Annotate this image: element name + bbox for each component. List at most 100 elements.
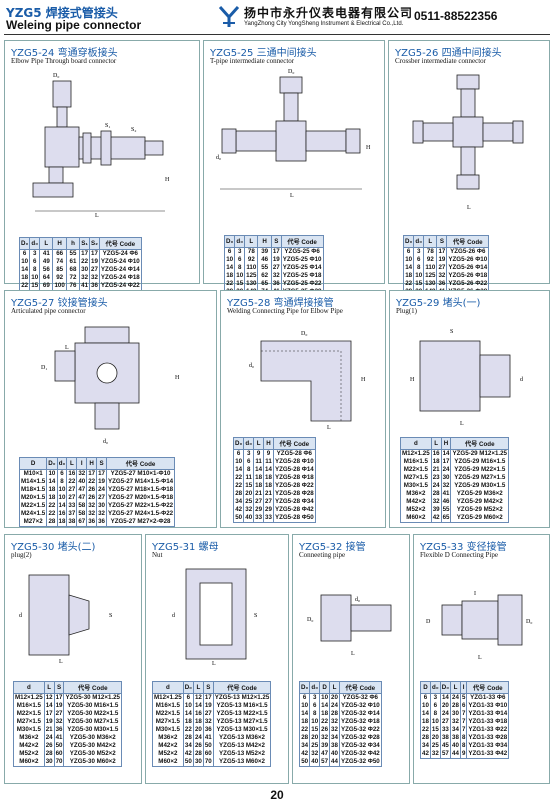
- table-cell: 22: [79, 258, 91, 266]
- table-cell: 24: [439, 710, 452, 718]
- table-cell: 24: [430, 482, 442, 490]
- column-header: I: [459, 681, 468, 694]
- column-header: d₀: [413, 235, 425, 248]
- table-cell: 28: [43, 750, 55, 758]
- panel-yzg5-24: YZG5-24 弯通穿板接头 Elbow Pipe Through board …: [4, 40, 200, 323]
- table-cell: 6: [29, 258, 41, 266]
- panel-yzg5-33: YZG5-33 变径接管 Flexible D Connecting Pipe …: [413, 534, 550, 784]
- column-header: L: [450, 681, 461, 694]
- table-cell: 28: [192, 750, 204, 758]
- table-cell: 21: [263, 490, 274, 498]
- table-cell: 6: [429, 702, 441, 710]
- table-cell: 8: [234, 264, 246, 272]
- column-header: d₀: [56, 457, 68, 470]
- table-cell: YZG1-33 Φ10: [466, 702, 510, 710]
- svg-text:L: L: [59, 659, 63, 665]
- table-cell: 39: [319, 742, 331, 750]
- table-cell: 34: [420, 742, 431, 750]
- table-cell: 39: [257, 247, 272, 256]
- table-cell: 50: [298, 758, 311, 767]
- table-cell: 24: [96, 486, 107, 494]
- column-header: d₀: [309, 681, 321, 694]
- table-cell: 92: [423, 256, 438, 264]
- table-cell: 30: [43, 758, 55, 767]
- table-cell: YZG5-30 M52×2: [63, 750, 122, 758]
- panel-subtitle: Nut: [152, 551, 163, 559]
- table-cell: 47: [76, 486, 88, 494]
- column-header: S: [202, 681, 214, 694]
- table-cell: 6: [182, 693, 194, 702]
- table-cell: YZG5-29 M42×2: [450, 498, 509, 506]
- svg-text:D₀: D₀: [307, 617, 313, 623]
- table-cell: 22: [420, 726, 431, 734]
- table-cell: 36: [270, 280, 282, 288]
- table-cell: 32: [86, 502, 98, 510]
- svg-text:L: L: [478, 655, 482, 661]
- column-header: d: [400, 437, 432, 450]
- table-cell: YZG5-25 Φ18: [280, 272, 324, 280]
- table-cell: 10: [56, 486, 68, 494]
- table-cell: 14: [319, 702, 331, 710]
- table-cell: 23: [430, 474, 442, 482]
- table-cell: M30×1.5: [400, 482, 432, 490]
- table-cell: 41: [202, 734, 214, 742]
- table-cell: 18: [223, 272, 236, 280]
- column-header: D₀: [402, 235, 415, 248]
- table-cell: 6: [243, 458, 255, 466]
- table-cell: 60: [202, 750, 214, 758]
- column-header: D₀: [298, 681, 311, 694]
- table-cell: 14: [232, 466, 245, 474]
- table-cell: 18: [319, 710, 331, 718]
- table-cell: 9: [263, 449, 274, 458]
- table-cell: 8: [459, 734, 468, 742]
- table-cell: 45: [439, 742, 452, 750]
- table-cell: 57: [319, 758, 331, 767]
- table-cell: YZG5-30 M42×2: [63, 742, 122, 750]
- column-header: 代号 Code: [280, 235, 324, 248]
- table-cell: 27: [270, 264, 282, 272]
- column-header: 代号 Code: [272, 437, 316, 450]
- panel-subtitle: Welding Connecting Pipe for Elbow Pipe: [227, 307, 343, 315]
- table-cell: 7: [459, 718, 468, 726]
- table-cell: M42×2: [152, 742, 184, 750]
- table-cell: 3: [413, 247, 425, 256]
- table-cell: 14: [420, 710, 431, 718]
- table-cell: 8: [309, 710, 321, 718]
- svg-text:d: d: [172, 613, 175, 619]
- table-cell: 110: [423, 264, 438, 272]
- table-cell: 24: [450, 693, 461, 702]
- table-cell: 92: [244, 256, 259, 264]
- table-cell: 17: [79, 249, 91, 258]
- table-cell: 32: [86, 510, 98, 518]
- table-cell: 8: [429, 710, 441, 718]
- table-cell: 19: [96, 478, 107, 486]
- table-cell: YZG5-32 Φ50: [338, 758, 382, 767]
- table-cell: 32: [429, 750, 441, 759]
- table-cell: 10: [298, 702, 311, 710]
- table-cell: 36: [53, 726, 65, 734]
- table-cell: M60×2: [13, 758, 45, 767]
- table-cell: YZG5-24 Φ10: [98, 258, 142, 266]
- table-cell: 33: [253, 514, 265, 523]
- table-cell: 24: [192, 734, 204, 742]
- column-header: 代号 Code: [212, 681, 272, 694]
- table-cell: M36×2: [152, 734, 184, 742]
- table-cell: 6: [234, 256, 246, 264]
- table-cell: 25: [429, 742, 441, 750]
- table-cell: YZG5-24 Φ6: [98, 249, 142, 258]
